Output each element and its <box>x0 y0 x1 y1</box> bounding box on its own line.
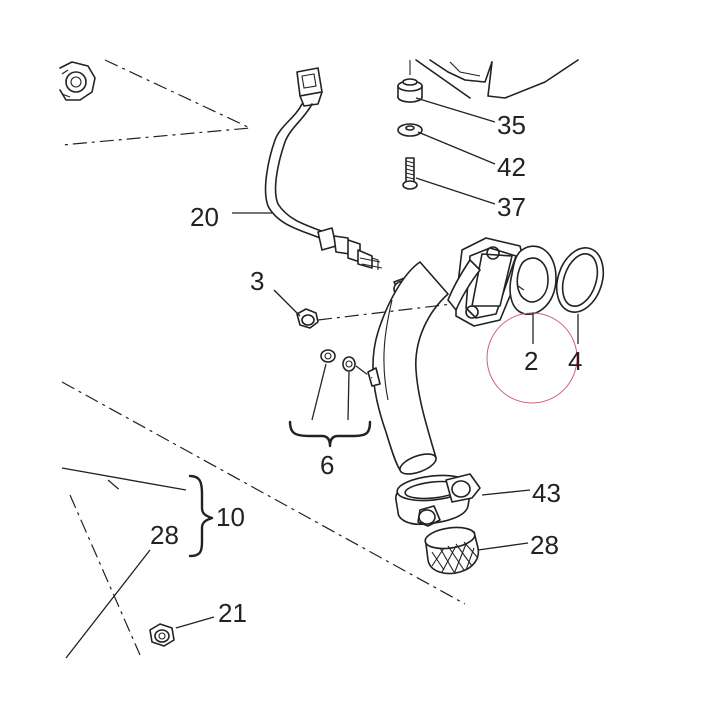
leader-lines <box>61 97 579 659</box>
part-3-nut <box>296 303 453 329</box>
part-20-sensor <box>264 67 383 270</box>
brace-10 <box>188 474 214 558</box>
tank-outline <box>415 59 579 99</box>
callout-43: 43 <box>532 478 561 508</box>
callout-4: 4 <box>568 346 582 376</box>
part-43-clamp <box>395 473 481 527</box>
part-21-nut <box>149 623 175 647</box>
callout-10: 10 <box>216 502 245 532</box>
callout-6: 6 <box>320 450 334 480</box>
part-28-sleeve <box>424 526 480 575</box>
exhaust-pipe <box>367 237 525 475</box>
callout-20: 20 <box>190 202 219 232</box>
callout-28-right: 28 <box>530 530 559 560</box>
callout-37: 37 <box>497 192 526 222</box>
callout-35: 35 <box>497 110 526 140</box>
part-37-screw <box>402 157 418 190</box>
callout-3: 3 <box>250 266 264 296</box>
callout-42: 42 <box>497 152 526 182</box>
callout-2: 2 <box>524 346 538 376</box>
partial-component-top-left <box>59 61 96 101</box>
part-35-grommet <box>397 60 423 103</box>
boundary-lines <box>61 59 466 656</box>
annotation-circle <box>486 312 578 404</box>
part-2-gasket <box>509 245 557 315</box>
callout-28-left: 28 <box>150 520 179 550</box>
part-42-washer <box>397 123 423 137</box>
part-6-bolts <box>320 349 373 379</box>
brace-6 <box>288 420 372 448</box>
callout-21: 21 <box>218 598 247 628</box>
part-4-oring <box>555 247 605 313</box>
